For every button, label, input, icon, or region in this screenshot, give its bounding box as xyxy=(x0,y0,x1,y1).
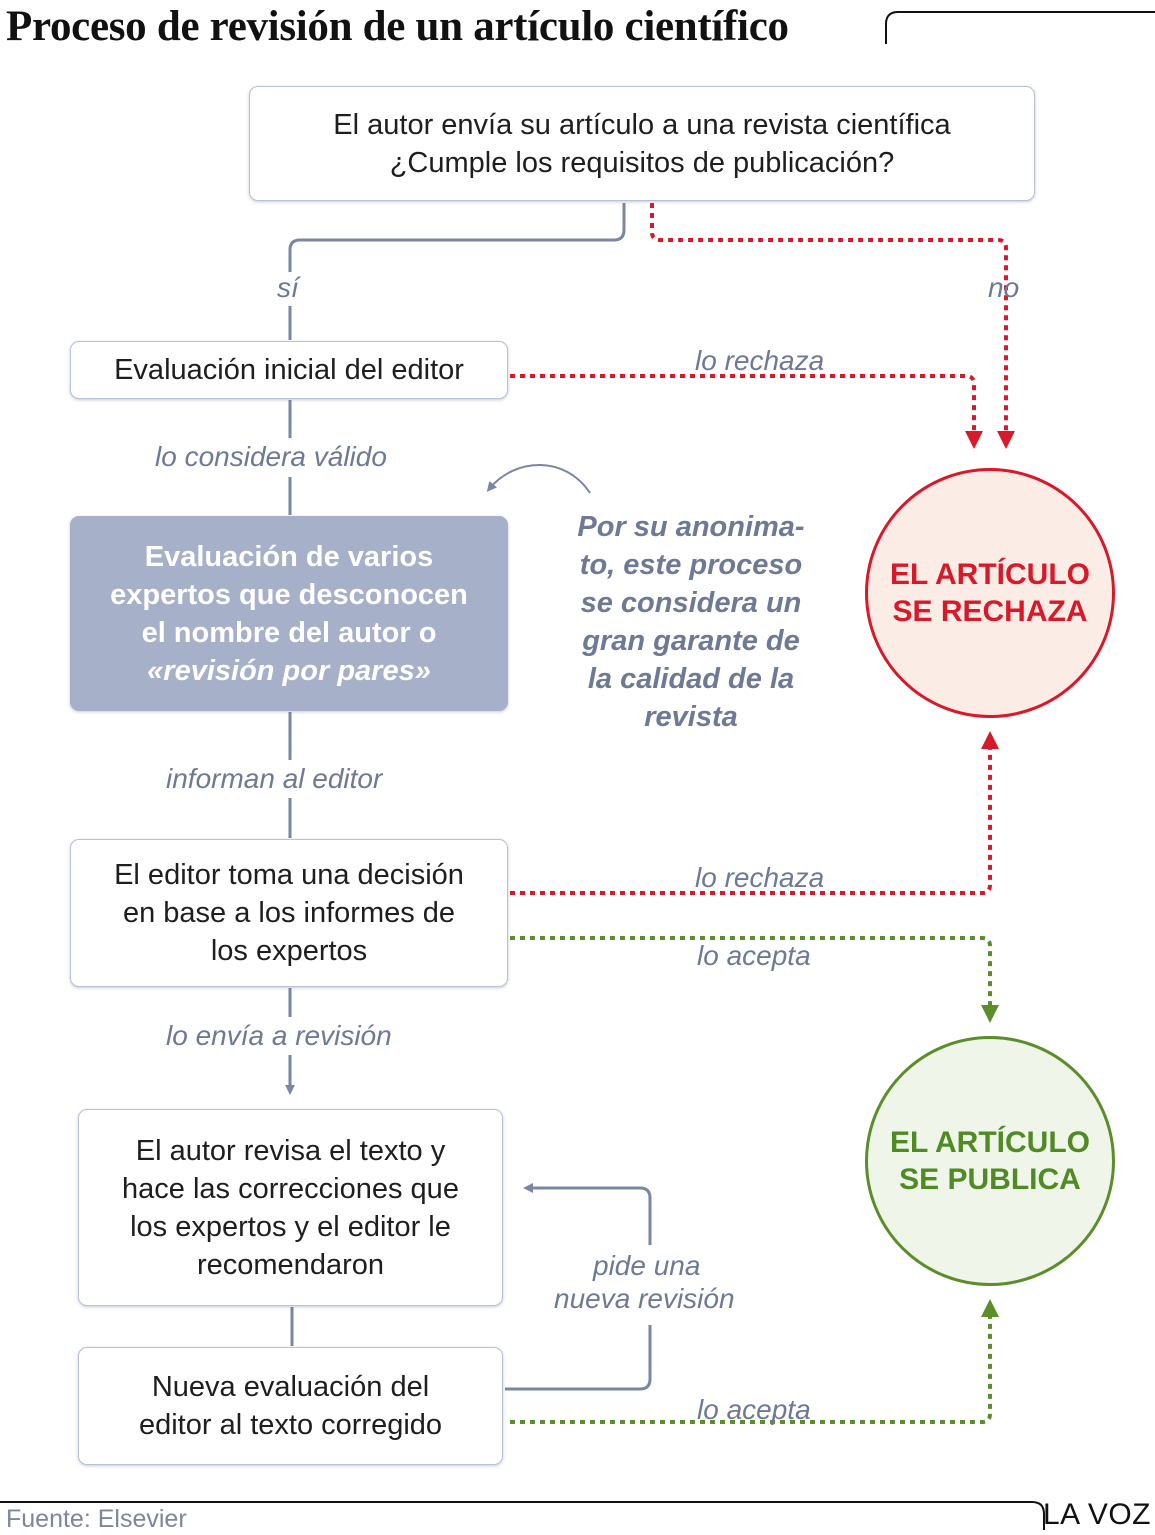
peer-review-line-2: expertos que desconocen xyxy=(110,578,468,611)
revise-line-2: hace las correcciones que xyxy=(122,1172,459,1205)
revise-line-4: recomendaron xyxy=(196,1248,384,1281)
label-reject-decision: lo rechaza xyxy=(695,862,825,893)
connector-accept-final xyxy=(510,1299,999,1424)
peer-review-line-4: «revisión por pares» xyxy=(147,654,431,687)
initial-evaluation-box: Evaluación inicial del editor xyxy=(70,341,508,399)
label-yes: sí xyxy=(277,272,299,303)
re-evaluation-box: Nueva evaluación del editor al texto cor… xyxy=(78,1347,503,1465)
initial-evaluation-text: Evaluación inicial del editor xyxy=(114,354,464,386)
submit-line-2: ¿Cumple los requisitos de publicación? xyxy=(389,146,895,179)
label-valid: lo considera válido xyxy=(155,441,387,472)
brand-logo: LA VOZ xyxy=(1042,1498,1151,1531)
author-revision-box: El autor revisa el texto y hace las corr… xyxy=(78,1109,503,1306)
label-request-revision-1: pide una xyxy=(593,1250,701,1281)
note-line-5: la calidad de la xyxy=(587,663,795,695)
connector-no xyxy=(650,203,1015,449)
page-title: Proceso de revisión de un artículo cient… xyxy=(6,3,789,50)
reeval-line-2: editor al texto corregido xyxy=(138,1409,443,1441)
note-line-6: revista xyxy=(644,701,738,733)
label-accept-decision: lo acepta xyxy=(697,940,811,971)
decision-line-2: en base a los informes de xyxy=(122,897,456,929)
submit-box: El autor envía su artículo a una revista… xyxy=(249,86,1035,201)
decision-line-3: los expertos xyxy=(210,935,368,967)
connector-request-revision-top xyxy=(523,1183,652,1245)
note-pointer-arrow xyxy=(486,464,591,494)
published-line-2: SE PUBLICA xyxy=(899,1163,1081,1196)
label-no: no xyxy=(988,272,1020,303)
revise-line-3: los expertos y el editor le xyxy=(130,1210,451,1243)
submit-line-1: El autor envía su artículo a una revista… xyxy=(333,108,951,141)
peer-review-line-3: el nombre del autor o xyxy=(141,616,437,649)
source-credit: Fuente: Elsevier xyxy=(6,1505,187,1533)
note-line-3: se considera un xyxy=(580,587,802,619)
decision-line-1: El editor toma una decisión xyxy=(114,859,464,891)
revise-line-1: El autor revisa el texto y xyxy=(135,1134,446,1167)
published-outcome: EL ARTÍCULO SE PUBLICA xyxy=(865,1036,1115,1286)
connector-yes xyxy=(288,203,626,272)
note-line-1: Por su anonima- xyxy=(577,511,805,543)
connector-reject-initial xyxy=(510,374,983,449)
rejected-line-2: SE RECHAZA xyxy=(892,595,1088,628)
rejected-line-1: EL ARTÍCULO xyxy=(890,558,1090,591)
rejected-outcome: EL ARTÍCULO SE RECHAZA xyxy=(865,468,1115,718)
reeval-line-1: Nueva evaluación del xyxy=(151,1371,430,1403)
label-inform: informan al editor xyxy=(166,763,383,794)
label-reject-initial: lo rechaza xyxy=(695,345,825,376)
peer-review-line-1: Evaluación de varios xyxy=(144,540,434,573)
title-rule xyxy=(885,11,1155,44)
connector-accept-decision xyxy=(510,936,999,1023)
label-send-revision: lo envía a revisión xyxy=(166,1020,392,1051)
connector-request-revision-bottom xyxy=(505,1325,652,1391)
published-line-1: EL ARTÍCULO xyxy=(890,1126,1090,1159)
footer-rule xyxy=(0,1501,1045,1530)
note-line-2: to, este proceso xyxy=(579,549,803,581)
label-accept-final: lo acepta xyxy=(697,1394,811,1425)
peer-review-box: Evaluación de varios expertos que descon… xyxy=(70,516,508,711)
note-line-4: gran garante de xyxy=(582,625,800,657)
label-request-revision-2: nueva revisión xyxy=(554,1283,735,1314)
anonymity-note: Por su anonima- to, este proceso se cons… xyxy=(548,508,834,736)
editor-decision-box: El editor toma una decisión en base a lo… xyxy=(70,839,508,987)
connector-reject-decision xyxy=(510,731,999,895)
